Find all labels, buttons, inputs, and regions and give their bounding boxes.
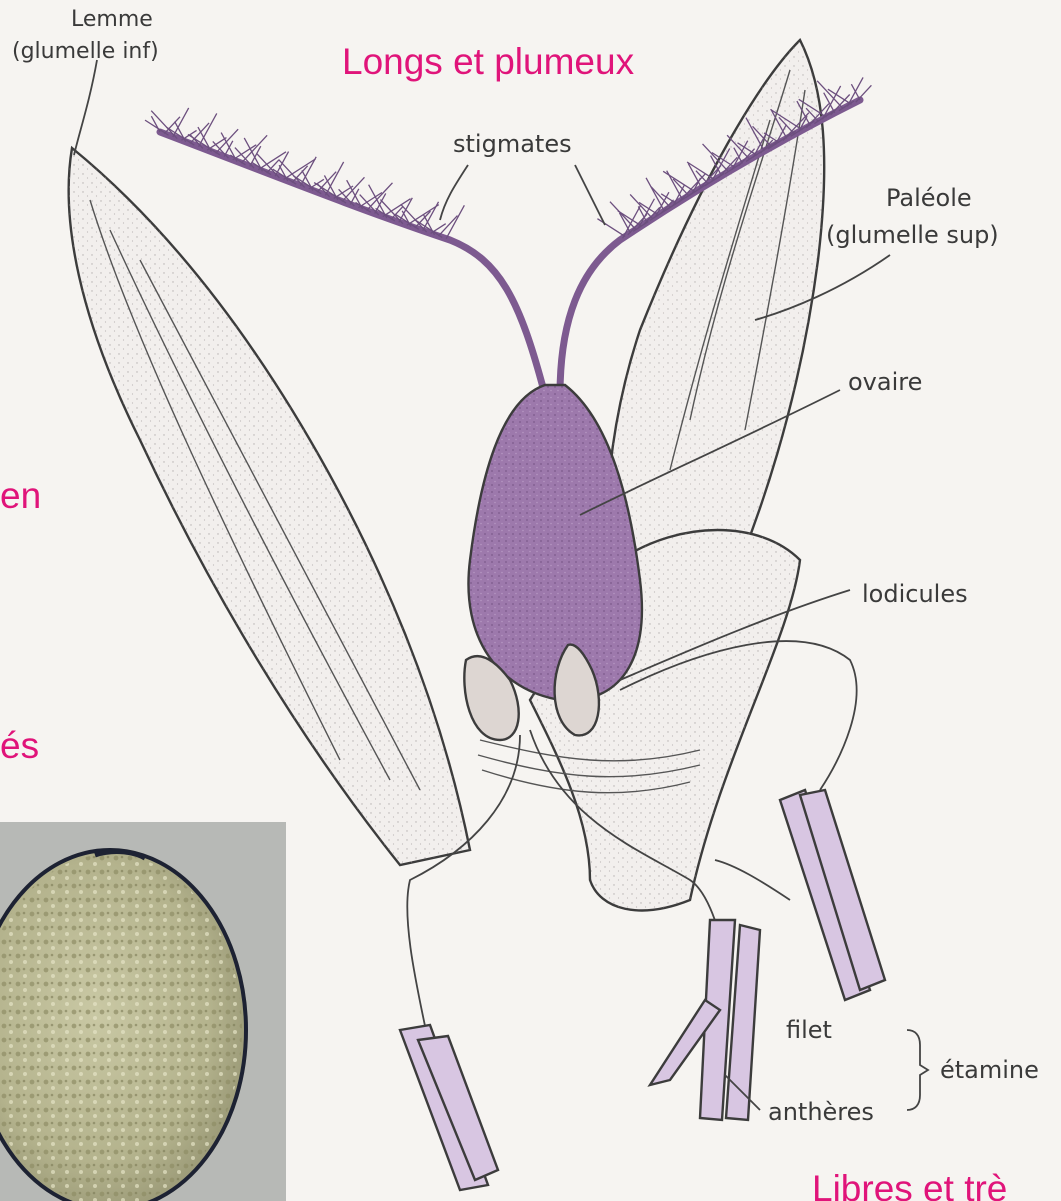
label-lemme-1: Lemme [71,7,153,32]
stigma-hair [446,205,464,238]
stigma-hair [824,93,835,113]
label-paleole-2: (glumelle sup) [826,221,999,249]
stigma-hair [216,129,238,153]
anthere-right [780,790,885,1000]
anthere-bottom-left [400,1025,498,1190]
pollen-photo [0,822,286,1201]
label-lemme-2: (glumelle inf) [12,39,159,64]
annotation-left-2: és [0,725,39,766]
stigma-hair [325,162,343,195]
annotation-bottom: Libres et trè [812,1168,1007,1201]
label-stigmates: stigmates [453,130,572,158]
stigma-hair [630,194,652,218]
lemme-bract [69,148,470,865]
label-ovaire: ovaire [848,368,922,396]
annotation-left-1: en [0,475,41,516]
paleole-bract [606,40,824,610]
stigma-hair [199,113,217,146]
stigma-hair [597,219,625,237]
label-lodicules: lodicules [862,580,968,608]
stigma-hair [407,205,439,226]
label-antheres: anthères [768,1098,874,1126]
stigma-hair [667,171,683,200]
label-paleole-1: Paléole [886,184,972,212]
stigma-hair [610,202,636,230]
annotation-top: Longs et plumeux [342,41,635,82]
label-etamine: étamine [940,1056,1039,1084]
label-filet: filet [786,1016,832,1044]
anthere-bottom-middle [650,920,760,1120]
